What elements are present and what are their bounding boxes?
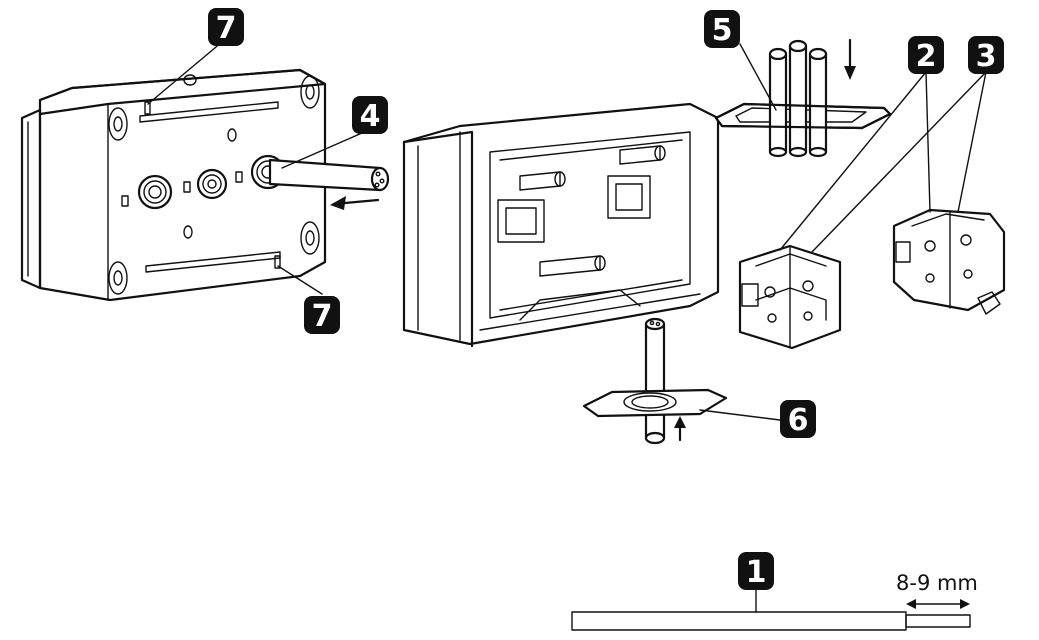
callout-7-bottom: 7	[304, 296, 340, 334]
callout-5: 5	[704, 10, 740, 48]
callout-1: 1	[738, 552, 774, 590]
callout-6: 6	[780, 400, 816, 438]
leader-lines	[147, 41, 987, 613]
callout-2: 2	[908, 36, 944, 74]
svg-text:2: 2	[916, 39, 937, 74]
cable-gland-tube	[268, 158, 390, 192]
double-arrow-icon	[906, 599, 970, 609]
strip-length-label: 8-9 mm	[896, 571, 978, 595]
housing-lid	[20, 68, 327, 302]
housing-box	[402, 102, 720, 348]
arrow-down-icon	[844, 38, 856, 80]
callout-4: 4	[352, 96, 388, 134]
svg-text:6: 6	[788, 403, 809, 438]
svg-text:5: 5	[712, 13, 733, 48]
arrow-up-icon	[674, 416, 686, 442]
arrow-left-icon	[330, 196, 380, 210]
socket-insert-front	[738, 244, 842, 350]
svg-text:4: 4	[360, 99, 381, 134]
cable-strip-detail	[571, 611, 971, 631]
gasket-bottom	[582, 317, 728, 445]
socket-insert-back	[892, 208, 1006, 315]
svg-text:7: 7	[312, 299, 333, 334]
callout-7-top: 7	[208, 8, 244, 46]
gasket-top	[714, 39, 892, 158]
svg-text:1: 1	[746, 555, 767, 590]
callout-3: 3	[968, 36, 1004, 74]
svg-text:7: 7	[216, 11, 237, 46]
svg-text:3: 3	[976, 39, 997, 74]
